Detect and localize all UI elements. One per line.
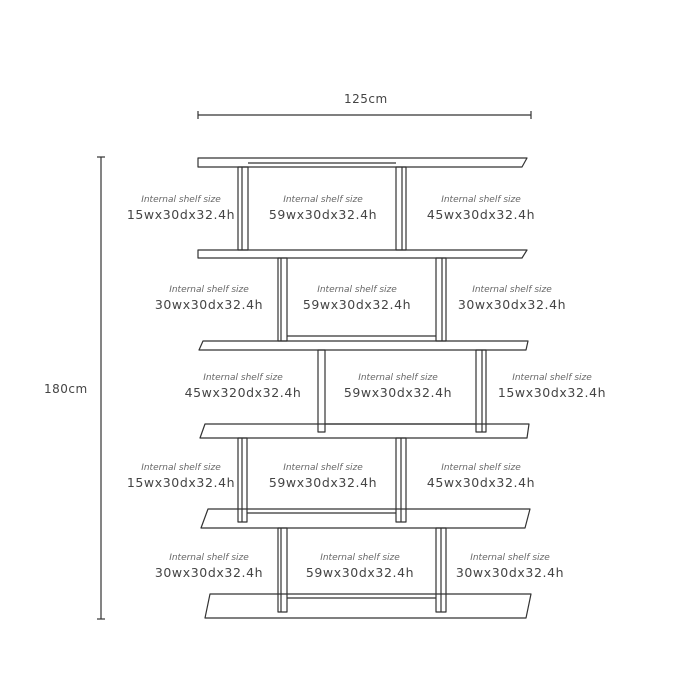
shelf-size-value: 30wx30dx32.4h — [154, 565, 264, 580]
shelf-size-value: 59wx30dx32.4h — [343, 385, 453, 400]
divider — [435, 527, 447, 613]
shelf-size-label: Internal shelf size 15wx30dx32.4h — [116, 462, 246, 492]
shelf-size-caption: Internal shelf size — [169, 285, 249, 295]
shelf-board-6 — [204, 593, 532, 619]
height-dimension-line — [97, 156, 105, 620]
shelf-size-value: 59wx30dx32.4h — [305, 565, 415, 580]
shelf-size-label: Internal shelf size 15wx30dx32.4h — [487, 372, 617, 402]
divider — [395, 437, 407, 523]
shelf-boards — [197, 157, 532, 619]
shelf-size-value: 59wx30dx32.4h — [268, 475, 378, 490]
shelf-size-label: Internal shelf size 59wx30dx32.4h — [258, 194, 388, 224]
shelf-size-value: 45wx30dx32.4h — [426, 475, 536, 490]
shelf-size-caption: Internal shelf size — [441, 463, 521, 473]
shelf-board-2 — [197, 249, 528, 259]
shelf-size-label: Internal shelf size 59wx30dx32.4h — [292, 284, 422, 314]
shelf-size-caption: Internal shelf size — [441, 195, 521, 205]
shelf-size-caption: Internal shelf size — [358, 373, 438, 383]
width-label: 125cm — [344, 92, 388, 106]
shelf-dividers — [237, 162, 487, 613]
shelf-size-label: Internal shelf size 30wx30dx32.4h — [447, 284, 577, 314]
shelf-size-label: Internal shelf size 15wx30dx32.4h — [116, 194, 246, 224]
shelf-size-value: 30wx30dx32.4h — [154, 297, 264, 312]
shelf-size-caption: Internal shelf size — [472, 285, 552, 295]
width-dimension-line — [197, 111, 532, 119]
shelf-size-caption: Internal shelf size — [141, 195, 221, 205]
shelf-size-caption: Internal shelf size — [317, 285, 397, 295]
shelf-size-value: 30wx30dx32.4h — [455, 565, 565, 580]
shelf-size-caption: Internal shelf size — [320, 553, 400, 563]
divider — [395, 166, 407, 251]
shelf-size-caption: Internal shelf size — [470, 553, 550, 563]
shelf-size-caption: Internal shelf size — [141, 463, 221, 473]
shelf-size-label: Internal shelf size 45wx30dx32.4h — [416, 462, 546, 492]
shelf-size-value: 15wx30dx32.4h — [126, 475, 236, 490]
shelf-size-label: Internal shelf size 59wx30dx32.4h — [258, 462, 388, 492]
shelf-board-5 — [200, 508, 531, 529]
shelf-board-4 — [199, 423, 530, 439]
divider — [435, 257, 447, 342]
divider — [277, 257, 288, 342]
shelf-size-value: 30wx30dx32.4h — [457, 297, 567, 312]
divider — [475, 349, 487, 433]
divider — [277, 527, 288, 613]
divider — [237, 166, 249, 251]
shelf-board-1 — [197, 157, 528, 168]
divider — [317, 349, 326, 433]
shelf-board-3 — [198, 340, 529, 351]
shelf-size-label: Internal shelf size 45wx30dx32.4h — [416, 194, 546, 224]
shelf-size-value: 45wx320dx32.4h — [184, 385, 302, 400]
divider — [237, 437, 248, 523]
shelf-size-value: 15wx30dx32.4h — [126, 207, 236, 222]
shelf-size-label: Internal shelf size 59wx30dx32.4h — [295, 552, 425, 582]
shelf-size-value: 59wx30dx32.4h — [268, 207, 378, 222]
shelf-size-value: 59wx30dx32.4h — [302, 297, 412, 312]
shelf-size-label: Internal shelf size 30wx30dx32.4h — [144, 552, 274, 582]
shelf-size-caption: Internal shelf size — [283, 195, 363, 205]
shelf-size-caption: Internal shelf size — [169, 553, 249, 563]
shelf-size-caption: Internal shelf size — [203, 373, 283, 383]
shelf-size-label: Internal shelf size 59wx30dx32.4h — [333, 372, 463, 402]
shelf-size-value: 45wx30dx32.4h — [426, 207, 536, 222]
shelf-size-label: Internal shelf size 30wx30dx32.4h — [144, 284, 274, 314]
shelf-size-value: 15wx30dx32.4h — [497, 385, 607, 400]
shelf-size-label: Internal shelf size 45wx320dx32.4h — [178, 372, 308, 402]
shelf-size-label: Internal shelf size 30wx30dx32.4h — [445, 552, 575, 582]
shelf-size-caption: Internal shelf size — [512, 373, 592, 383]
shelf-size-caption: Internal shelf size — [283, 463, 363, 473]
height-label: 180cm — [44, 382, 88, 396]
